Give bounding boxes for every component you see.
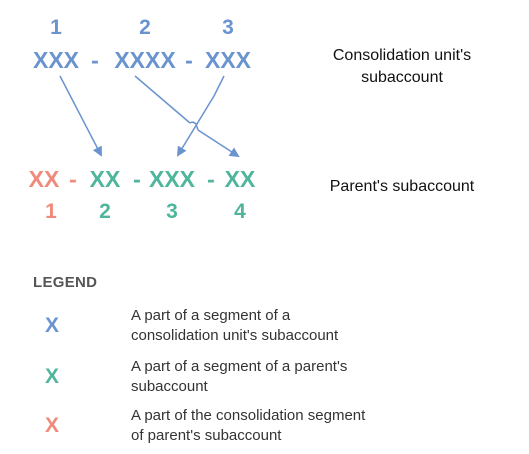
- arrow-seg3-to-seg3: [176, 75, 225, 157]
- legend-text-blue-line-1: A part of a segment of a: [131, 307, 291, 324]
- top-segment-2: XXXX: [114, 47, 176, 73]
- legend-text-blue-line-2: consolidation unit's subaccount: [131, 327, 339, 344]
- bottom-segment-2: XX: [90, 166, 121, 192]
- bottom-number-2: 2: [99, 200, 111, 223]
- parent-subaccount-label: Parent's subaccount: [330, 178, 475, 195]
- legend-symbol-green: X: [45, 365, 59, 388]
- legend-symbol-blue: X: [45, 314, 59, 337]
- top-number-2: 2: [139, 16, 151, 39]
- arrow-seg1-to-seg2: [59, 75, 102, 157]
- bottom-number-3: 3: [166, 200, 178, 223]
- bottom-segment-1: XX: [29, 166, 60, 192]
- legend-text-green-line-1: A part of a segment of a parent's: [131, 358, 347, 375]
- top-number-1: 1: [50, 16, 62, 39]
- legend-text-salmon-line-1: A part of the consolidation segment: [131, 407, 366, 424]
- bottom-separator-2: -: [133, 166, 141, 192]
- arrow-crossing-hop: [189, 121, 199, 131]
- bottom-segment-3: XXX: [149, 166, 196, 192]
- legend-symbol-salmon: X: [45, 414, 59, 437]
- legend-text-salmon-line-2: of parent's subaccount: [131, 427, 282, 444]
- top-segment-3: XXX: [205, 47, 252, 73]
- consolidation-label-line-2: subaccount: [361, 69, 443, 86]
- top-separator-2: -: [185, 47, 193, 73]
- bottom-separator-1: -: [69, 166, 77, 192]
- bottom-number-4: 4: [234, 200, 246, 223]
- consolidation-label-line-1: Consolidation unit's: [333, 47, 471, 64]
- legend-text-green-line-2: subaccount: [131, 378, 209, 395]
- top-segment-1: XXX: [33, 47, 80, 73]
- legend-title: LEGEND: [33, 274, 97, 291]
- top-number-3: 3: [222, 16, 234, 39]
- top-separator-1: -: [91, 47, 99, 73]
- bottom-separator-3: -: [207, 166, 215, 192]
- bottom-segment-4: XX: [225, 166, 256, 192]
- arrow-seg2-to-seg4: [134, 75, 238, 156]
- bottom-number-1: 1: [45, 200, 57, 223]
